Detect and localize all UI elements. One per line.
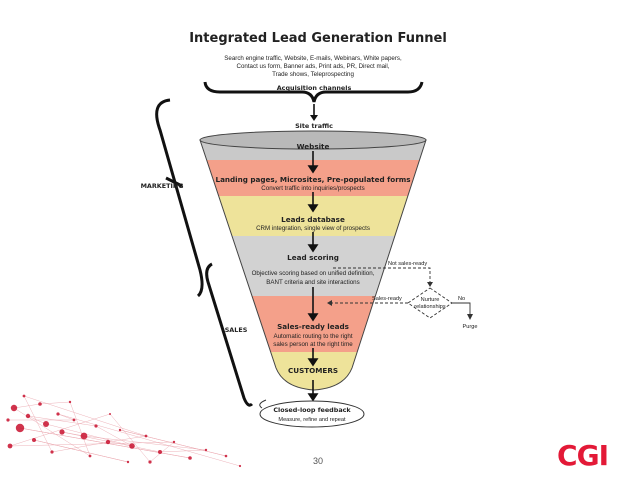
dot-link <box>57 413 241 467</box>
not-sales-ready-label: Not sales-ready <box>388 261 427 267</box>
stage-website: Website <box>297 142 330 151</box>
stage-leads-sub: CRM integration, single view of prospect… <box>256 225 370 232</box>
decorative-dot <box>105 439 111 445</box>
stage-scoring-sub-2: BANT criteria and site interactions <box>266 279 359 286</box>
decorative-dot <box>94 424 98 428</box>
decorative-dot <box>144 434 148 438</box>
decorative-dot <box>25 413 31 419</box>
arrowhead <box>310 115 318 121</box>
dot-link <box>9 441 175 447</box>
decorative-dot <box>43 421 49 427</box>
dot-link <box>57 413 75 421</box>
nurture-node-line-1: Nurture <box>421 297 440 303</box>
funnel-arrows <box>307 151 319 402</box>
dot-link <box>119 429 227 457</box>
closed-loop-ellipse <box>259 400 365 428</box>
dot-link <box>159 449 207 453</box>
marketing-brace <box>155 98 204 298</box>
dot-link <box>61 431 85 437</box>
decorative-dot <box>50 450 54 454</box>
decorative-dot <box>129 443 135 449</box>
dot-link <box>39 401 71 405</box>
decorative-dot <box>72 418 76 422</box>
decorative-dots <box>6 394 242 468</box>
decorative-dot <box>172 440 176 444</box>
closed-loop-title: Closed-loop feedback <box>273 406 351 414</box>
decorative-dot <box>188 456 192 460</box>
stage-lead-scoring: Lead scoring <box>287 253 339 262</box>
stage-sales-sub-1: Automatic routing to the right <box>273 333 352 340</box>
channels-line-3: Trade shows, Teleprospecting <box>272 71 354 78</box>
decorative-dot <box>158 450 162 454</box>
stage-leads-database: Leads database <box>281 215 345 224</box>
acquisition-label: Acquisition channels <box>277 84 352 92</box>
dot-link <box>69 401 91 457</box>
decorative-dot <box>10 404 18 412</box>
decorative-dot <box>56 412 60 416</box>
stage-scoring-sub-1: Objective scoring based on unified defin… <box>252 270 375 277</box>
sales-brace <box>205 262 254 407</box>
decorative-dot <box>15 423 25 433</box>
decorative-dot <box>88 454 92 458</box>
dot-link <box>107 435 147 443</box>
dot-link <box>109 413 151 463</box>
decorative-dot <box>109 413 111 415</box>
dot-link <box>13 407 91 457</box>
dot-link <box>83 435 207 451</box>
cgi-logo: CGI <box>557 439 608 472</box>
decorative-dot <box>224 454 228 458</box>
decorative-dot <box>59 429 65 435</box>
stage-sales-sub-2: sales person at the right time <box>273 341 353 348</box>
decorative-dot <box>148 460 152 464</box>
dot-link <box>33 439 129 463</box>
closed-loop-arrow-left <box>259 399 267 409</box>
dot-link <box>45 423 133 447</box>
dot-link <box>23 395 147 437</box>
dot-link <box>19 427 191 459</box>
decorative-dot <box>118 428 122 432</box>
marketing-label: MARKETING <box>141 182 184 190</box>
dot-link <box>51 441 109 453</box>
nurture-loop <box>327 267 473 320</box>
decorative-dot <box>38 402 42 406</box>
sales-ready-label: Sales-ready <box>372 296 402 302</box>
dot-link <box>95 425 133 447</box>
decorative-dot <box>32 438 36 442</box>
funnel-outline <box>199 139 427 391</box>
decorative-dot <box>22 394 26 398</box>
sales-label: SALES <box>225 326 248 334</box>
channels-line-1: Search engine traffic, Website, E-mails,… <box>224 55 402 62</box>
decorative-dot <box>238 464 242 468</box>
diagram-title: Integrated Lead Generation Funnel <box>189 31 447 46</box>
dot-link <box>61 431 161 453</box>
decorative-dot <box>68 400 72 404</box>
decorative-dot <box>204 448 208 452</box>
closed-loop-sub: Measure, refine and repeat <box>278 417 346 423</box>
marketing-brace-tip <box>165 176 183 188</box>
dot-link <box>9 413 111 447</box>
channels-line-2: Contact us form, Banner ads, Print ads, … <box>236 63 389 70</box>
dot-link <box>13 403 41 409</box>
funnel-top-ellipse <box>199 130 427 150</box>
decorative-dot <box>6 418 10 422</box>
page-number: 30 <box>313 456 323 466</box>
stage-sales-ready: Sales-ready leads <box>277 322 349 331</box>
site-traffic-label: Site traffic <box>295 122 333 130</box>
decorative-dot <box>126 460 130 464</box>
dot-link <box>23 395 53 453</box>
nurture-diamond <box>407 287 453 319</box>
stage-customers: CUSTOMERS <box>288 366 338 375</box>
no-label: No <box>458 296 465 302</box>
decorative-dot <box>80 432 88 440</box>
nurture-node-line-2: relationships <box>414 304 446 310</box>
purge-label: Purge <box>463 324 478 330</box>
stage-landing-sub: Convert traffic into inquiries/prospects <box>261 185 364 192</box>
decorative-dot <box>7 443 13 449</box>
dot-link <box>27 415 97 427</box>
acquisition-brace <box>203 81 424 103</box>
stage-landing-pages: Landing pages, Microsites, Pre-populated… <box>215 175 410 184</box>
